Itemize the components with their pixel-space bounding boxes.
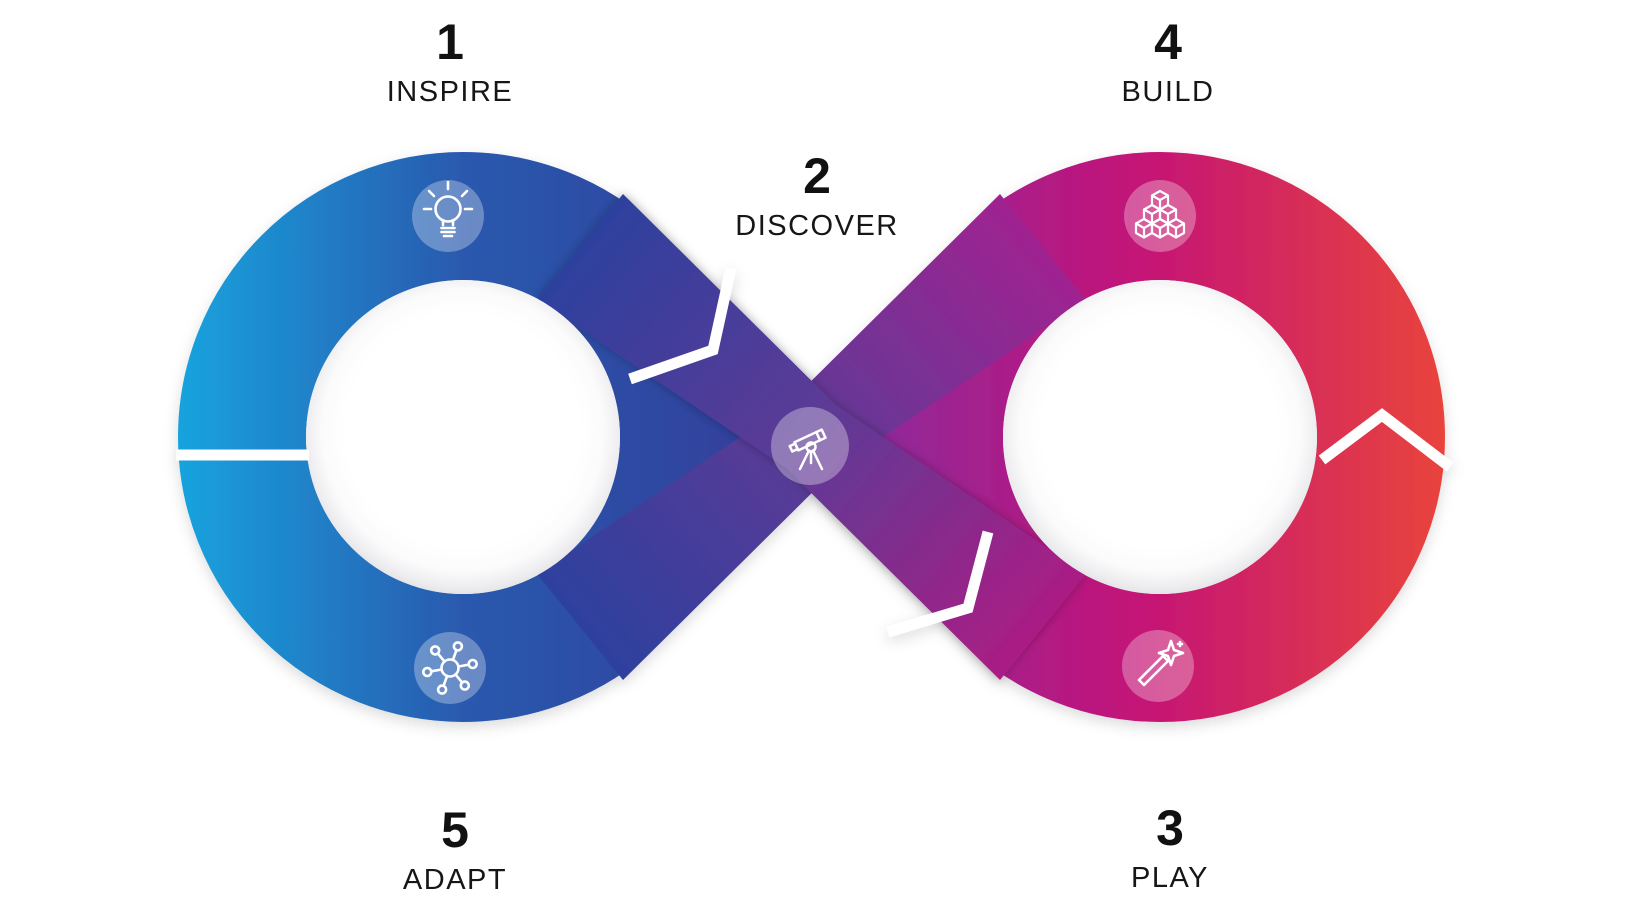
stage-number: 5 [441,802,469,858]
magic-wand-icon [1137,639,1185,687]
stage-label: DISCOVER [735,209,899,242]
stage-label: BUILD [1121,75,1215,108]
stage-5-adapt: 5 ADAPT [403,804,507,897]
stage-4-build: 4 BUILD [1122,16,1215,109]
divider-discover-play [886,530,994,638]
stage-1-inspire: 1 INSPIRE [387,16,514,109]
stage-number: 4 [1154,14,1182,70]
network-icon [421,641,479,695]
stage-number: 3 [1156,800,1184,856]
divider-inspire-discover [628,266,737,385]
telescope-icon [788,428,827,471]
stage-label: ADAPT [402,863,508,896]
cubes-icon [1134,189,1186,239]
left-ring-hole [306,280,620,594]
stage-number: 2 [803,148,831,204]
stage-3-play: 3 PLAY [1131,802,1209,895]
right-ring-hole [1003,280,1317,594]
stage-2-discover: 2 DISCOVER [735,150,898,243]
stage-label: INSPIRE [386,75,514,108]
divider-play-build [1318,408,1454,472]
stage-number: 1 [436,14,464,70]
stage-label: PLAY [1130,861,1210,894]
magic-wand-icon-circle [1122,630,1194,702]
lightbulb-icon-circle [412,180,484,252]
lightbulb-icon [422,180,474,238]
